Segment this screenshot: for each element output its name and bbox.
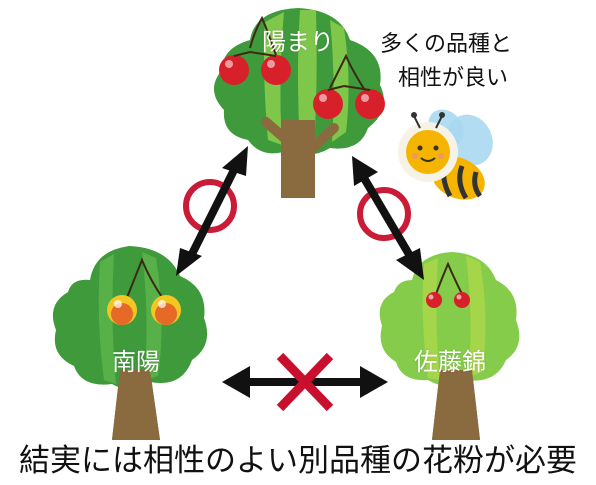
tree-top: [213, 8, 385, 198]
cherry: [426, 292, 442, 308]
caption: 結実には相性のよい別品種の花粉が必要: [19, 443, 577, 479]
tree-left: [52, 246, 208, 440]
tree-top-cherries: [219, 15, 385, 119]
cherry: [313, 89, 343, 119]
cherry: [219, 55, 249, 85]
tree-left-cherries: [107, 257, 181, 325]
tree-label-top: 陽まり: [262, 28, 334, 56]
tree-right: [379, 252, 520, 440]
cherry: [261, 55, 291, 85]
compatibility-note: 多くの品種と 相性が良い: [380, 28, 512, 96]
ng-symbol: [276, 352, 334, 412]
note-line-1: 多くの品種と: [380, 32, 513, 57]
note-line-2: 相性が良い: [398, 66, 509, 91]
tree-right-cherries: [426, 261, 470, 308]
tree-label-left: 南陽: [112, 348, 160, 376]
bee-illustration: [398, 109, 493, 200]
bee-face: [406, 130, 450, 174]
cherry: [454, 292, 470, 308]
tree-label-right: 佐藤錦: [414, 348, 486, 376]
tree-right-canopy: [379, 252, 520, 386]
